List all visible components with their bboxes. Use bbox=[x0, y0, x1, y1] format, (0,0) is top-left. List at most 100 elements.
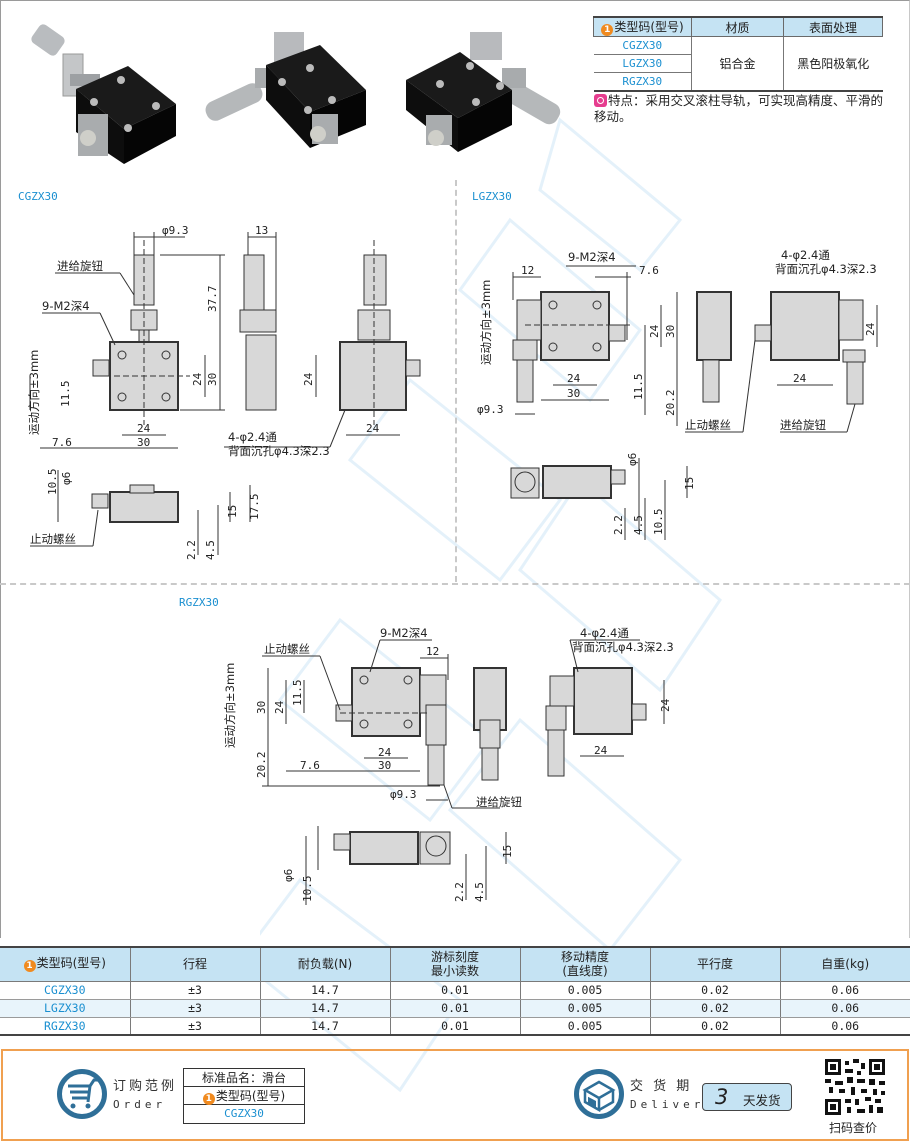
spec-row: RGZX30 bbox=[593, 72, 883, 92]
drawing-lgzx30: 9-M2深4 4-φ2.4通 背面沉孔φ4.3深2.3 12 7.6 24 30… bbox=[455, 200, 910, 583]
dim-11-5: 11.5 bbox=[59, 381, 72, 408]
dim-24-rear: 24 bbox=[594, 744, 608, 757]
dim-24-side: 24 bbox=[302, 372, 315, 386]
label-motion-direction: 运动方向±3mm bbox=[223, 663, 237, 748]
cell-stroke: ±3 bbox=[129, 1017, 260, 1036]
delivery-label: 交 货 期 Delivery bbox=[630, 1079, 715, 1111]
dim-10-5: 10.5 bbox=[301, 876, 314, 903]
dim-phi6: φ6 bbox=[282, 869, 295, 882]
cell-stroke: ±3 bbox=[129, 999, 260, 1018]
label-feed-knob: 进给旋钮 bbox=[57, 259, 103, 273]
cell-model: CGZX30 bbox=[0, 981, 130, 1000]
table-row: CGZX30 ±3 14.7 0.01 0.005 0.02 0.06 bbox=[0, 981, 910, 1000]
dim-24-rear-v: 24 bbox=[864, 322, 877, 336]
dim-10-5: 10.5 bbox=[46, 469, 59, 496]
dim-24-front: 24 bbox=[366, 422, 380, 435]
cell-accuracy: 0.005 bbox=[519, 999, 650, 1018]
dim-11-5: 11.5 bbox=[632, 374, 645, 401]
label-feed-knob: 进给旋钮 bbox=[476, 795, 522, 809]
col-parallelism: 平行度 bbox=[649, 946, 780, 982]
table-row: RGZX30 ±3 14.7 0.01 0.005 0.02 0.06 bbox=[0, 1017, 910, 1036]
cell-weight: 0.06 bbox=[779, 1017, 910, 1036]
col-accuracy: 移动精度(直线度) bbox=[519, 946, 650, 982]
dim-4-5: 4.5 bbox=[204, 540, 217, 560]
spec-row: LGZX30 bbox=[593, 54, 883, 73]
model-code: LGZX30 bbox=[593, 54, 692, 73]
dim-7-6: 7.6 bbox=[52, 436, 72, 449]
label-counterbore: 背面沉孔φ4.3深2.3 bbox=[228, 444, 330, 458]
order-model-value: CGZX30 bbox=[224, 1107, 264, 1120]
surface-value: 黑色阳极氧化 bbox=[783, 36, 883, 92]
dim-phi9-3: φ9.3 bbox=[390, 788, 417, 801]
dim-24-h: 24 bbox=[378, 746, 392, 759]
label-lock-screw: 止动螺丝 bbox=[30, 532, 76, 546]
label-counterbore: 背面沉孔φ4.3深2.3 bbox=[775, 262, 877, 276]
dim-10-5: 10.5 bbox=[652, 509, 665, 536]
label-tapped-holes: 9-M2深4 bbox=[380, 626, 428, 640]
cell-parallelism: 0.02 bbox=[649, 981, 780, 1000]
cell-stroke: ±3 bbox=[129, 981, 260, 1000]
label-through-holes: 4-φ2.4通 bbox=[781, 248, 830, 262]
dim-13: 13 bbox=[255, 224, 268, 237]
product-photo-cgzx30 bbox=[31, 24, 176, 164]
dim-phi9-3: φ9.3 bbox=[477, 403, 504, 416]
dim-phi6: φ6 bbox=[60, 472, 73, 485]
dim-15: 15 bbox=[683, 477, 696, 490]
cell-weight: 0.06 bbox=[779, 999, 910, 1018]
model-code: RGZX30 bbox=[593, 72, 692, 92]
dim-20-2: 20.2 bbox=[664, 390, 677, 417]
order-label: 订购范例 Order bbox=[113, 1079, 178, 1111]
dim-12: 12 bbox=[426, 645, 439, 658]
dim-24: 24 bbox=[648, 324, 661, 338]
label-motion-direction: 运动方向±3mm bbox=[479, 280, 493, 365]
badge-icon: 1 bbox=[601, 24, 614, 36]
dim-24-rear: 24 bbox=[793, 372, 807, 385]
dim-24: 24 bbox=[191, 372, 204, 386]
ship-days: 3 bbox=[715, 1085, 729, 1109]
dim-20-2: 20.2 bbox=[255, 752, 268, 779]
label-feed-knob: 进给旋钮 bbox=[780, 418, 826, 432]
dim-37-7: 37.7 bbox=[206, 286, 219, 313]
label-through-holes: 4-φ2.4通 bbox=[228, 430, 277, 444]
label-lock-screw: 止动螺丝 bbox=[264, 642, 310, 656]
dim-7-6: 7.6 bbox=[639, 264, 659, 277]
dim-2-2: 2.2 bbox=[185, 540, 198, 560]
cell-accuracy: 0.005 bbox=[519, 1017, 650, 1036]
order-product-name: 标准品名：滑台 bbox=[184, 1069, 304, 1087]
dim-30-h: 30 bbox=[378, 759, 391, 772]
dim-30: 30 bbox=[206, 373, 219, 386]
cell-load: 14.7 bbox=[259, 1017, 390, 1036]
dim-12: 12 bbox=[521, 264, 534, 277]
dim-15: 15 bbox=[226, 505, 239, 518]
qr-code-icon[interactable] bbox=[825, 1059, 885, 1115]
horizontal-divider bbox=[0, 583, 910, 585]
ship-text: 天发货 bbox=[743, 1093, 781, 1108]
col-load: 耐负载(N) bbox=[259, 946, 390, 982]
col-stroke: 行程 bbox=[129, 946, 260, 982]
dim-30-h: 30 bbox=[137, 436, 150, 449]
dim-2-2: 2.2 bbox=[612, 515, 625, 535]
product-photo-lgzx30 bbox=[205, 32, 366, 148]
label-counterbore: 背面沉孔φ4.3深2.3 bbox=[572, 640, 674, 654]
cell-weight: 0.06 bbox=[779, 981, 910, 1000]
cell-accuracy: 0.005 bbox=[519, 981, 650, 1000]
cell-load: 14.7 bbox=[259, 981, 390, 1000]
label-tapped-holes: 9-M2深4 bbox=[42, 299, 90, 313]
material-value: 铝合金 bbox=[691, 36, 784, 92]
header-material: 材质 bbox=[691, 16, 784, 37]
dim-30: 30 bbox=[255, 701, 268, 714]
dim-2-2: 2.2 bbox=[453, 882, 466, 902]
label-motion-direction: 运动方向±3mm bbox=[27, 350, 41, 435]
vertical-divider bbox=[455, 180, 457, 582]
shipping-badge: 3 天发货 bbox=[702, 1083, 792, 1111]
col-vernier: 游标刻度最小读数 bbox=[389, 946, 520, 982]
spec-row: CGZX30 铝合金 黑色阳极氧化 bbox=[593, 36, 883, 92]
cell-model: RGZX30 bbox=[0, 1017, 130, 1036]
